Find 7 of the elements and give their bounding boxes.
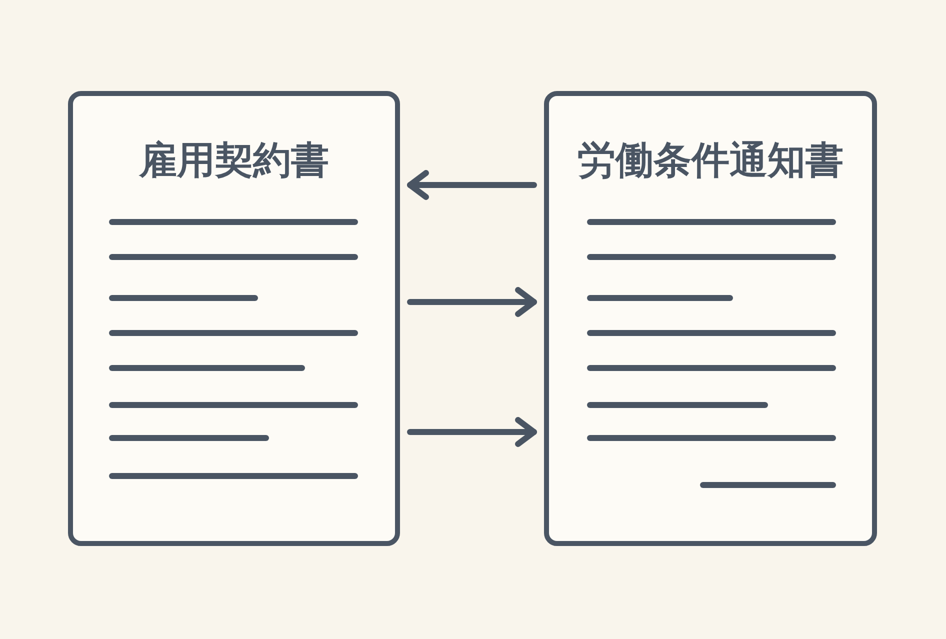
document-title: 労働条件通知書 [576, 138, 844, 184]
document-title: 雇用契約書 [138, 138, 330, 184]
document-box [68, 91, 400, 546]
document-box [544, 91, 877, 546]
arrow [407, 417, 537, 447]
arrow [407, 170, 537, 200]
arrow [407, 287, 537, 317]
